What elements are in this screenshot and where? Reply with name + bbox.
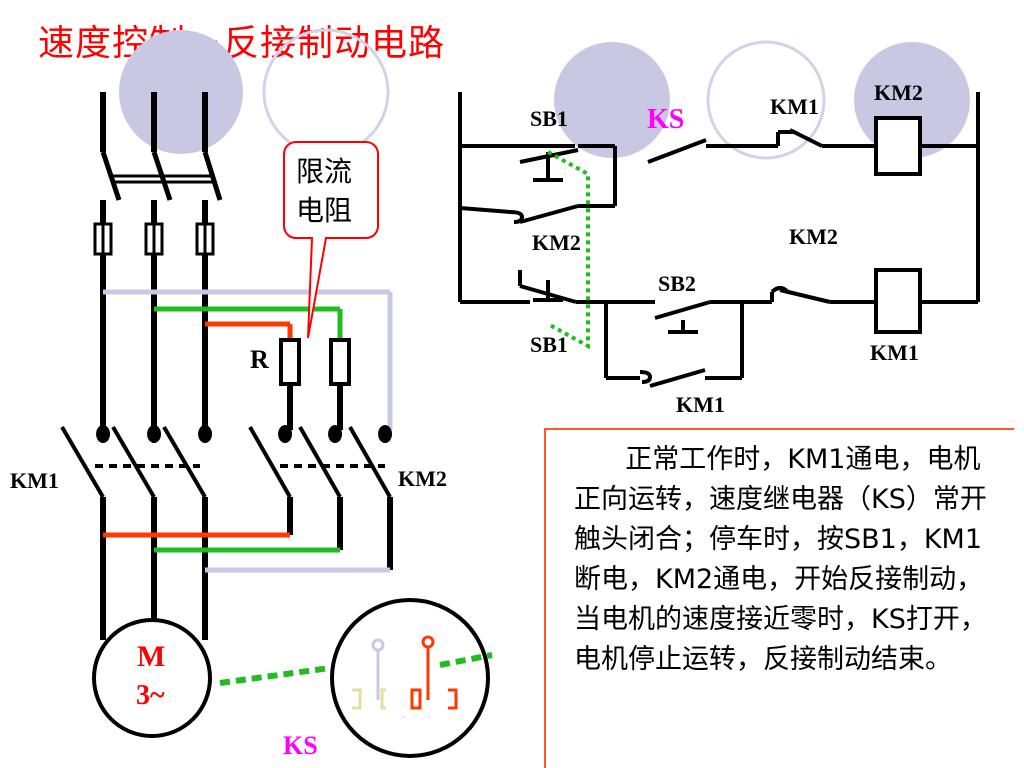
lower-cross-wires — [103, 532, 390, 573]
label-km1-nc: KM1 — [770, 94, 819, 119]
callout-line2: 电阻 — [296, 194, 352, 227]
lower-power-lines — [100, 497, 393, 640]
explanation-text: 正常工作时，KM1通电，电机正向运转，速度继电器（KS）常开触头闭合；停车时，按… — [574, 444, 987, 675]
explanation-box: 正常工作时，KM1通电，电机正向运转，速度继电器（KS）常开触头闭合；停车时，按… — [544, 428, 1014, 768]
decorative-circles — [119, 28, 970, 160]
ks-label-bottom: KS — [283, 731, 318, 760]
motor — [92, 618, 212, 738]
label-km1-coil: KM1 — [870, 340, 919, 365]
resistor-callout — [283, 141, 379, 339]
motor-label-m: M — [137, 640, 165, 673]
label-km2-hold: KM2 — [532, 230, 581, 255]
label-sb1-bottom: SB1 — [530, 332, 568, 357]
km1-main-contacts — [60, 425, 213, 499]
power-circuit — [100, 92, 223, 430]
label-km1-hold: KM1 — [676, 392, 725, 417]
label-sb1-top: SB1 — [530, 106, 568, 131]
label-ks: KS — [647, 104, 684, 135]
label-sb2: SB2 — [658, 271, 696, 296]
resistor-label: R — [250, 345, 269, 374]
ks-relay — [219, 598, 493, 758]
resistors — [279, 338, 351, 430]
km2-main-contacts — [248, 425, 393, 498]
ks-mechanical-link — [547, 150, 590, 350]
label-km2-coil: KM2 — [874, 80, 923, 105]
motor-label-3phase: 3~ — [136, 680, 165, 711]
callout-line1: 限流 — [296, 155, 352, 188]
label-km2-nc: KM2 — [789, 224, 838, 249]
km2-main-label: KM2 — [398, 466, 447, 491]
control-circuit — [458, 92, 980, 388]
km1-main-label: KM1 — [10, 468, 59, 493]
fuses — [93, 222, 215, 256]
